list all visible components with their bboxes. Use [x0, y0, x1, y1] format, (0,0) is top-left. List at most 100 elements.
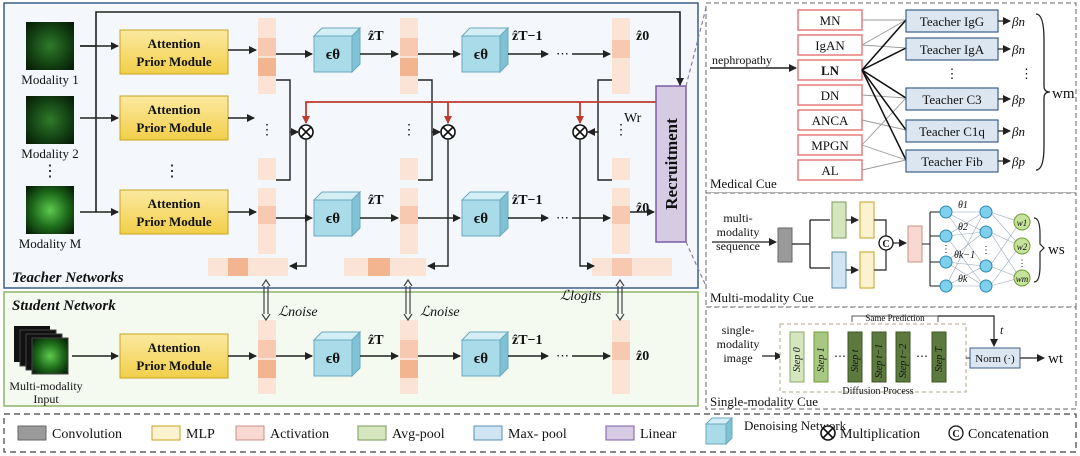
svg-text:Prior Module: Prior Module [136, 214, 211, 229]
student-input-label-1: Multi-modality [9, 379, 82, 393]
svg-text:modality: modality [717, 225, 760, 239]
svg-text:Avg-pool: Avg-pool [392, 427, 445, 442]
multiplication-node [440, 124, 456, 140]
beta-label: βn [1011, 42, 1025, 57]
svg-text:Prior Module: Prior Module [136, 358, 211, 373]
z-T-1-label: ẑT−1 [512, 193, 543, 208]
svg-text:MPGN: MPGN [811, 138, 849, 153]
svg-text:ϵθ: ϵθ [474, 47, 488, 63]
legend-item-mlp: MLP [151, 425, 215, 442]
avg-pool-block [831, 201, 847, 239]
loss-noise-label-1: ℒnoise [278, 305, 318, 320]
recruitment-weight-arrow [302, 101, 656, 124]
horizontal-feature-bar [592, 258, 672, 276]
svg-text:Max- pool: Max- pool [508, 427, 567, 442]
svg-text:⋯: ⋯ [556, 46, 569, 61]
brace [1035, 13, 1051, 171]
beta-label: βp [1011, 154, 1025, 169]
teacher-box: Teacher C3 [905, 87, 999, 111]
svg-text:DN: DN [821, 88, 840, 103]
svg-text:⋮: ⋮ [402, 123, 416, 138]
activation-block [907, 225, 923, 263]
feature-column [612, 18, 630, 94]
svg-text:Teacher Fib: Teacher Fib [921, 154, 983, 169]
multi-modality-input-stack [14, 326, 69, 375]
concatenation-node: C [878, 235, 894, 251]
feature-column [258, 320, 276, 394]
svg-text:⋮: ⋮ [941, 244, 951, 255]
svg-text:Step t−2: Step t−2 [898, 344, 909, 378]
beta-label: βn [1011, 14, 1025, 29]
step-block: Step 1 [813, 331, 829, 383]
z-T-1-label: ẑT−1 [512, 29, 543, 44]
svg-text:Attention: Attention [148, 102, 201, 117]
modality-1-image [26, 22, 74, 70]
disease-box: MN [797, 9, 863, 31]
horizontal-feature-bar [344, 258, 426, 276]
svg-text:Concatenation: Concatenation [968, 427, 1049, 442]
svg-text:⋮: ⋮ [1018, 258, 1027, 268]
beta-label: βn [1011, 124, 1025, 139]
svg-text:⋮: ⋮ [981, 245, 991, 256]
z-0-label: ẑ0 [636, 201, 649, 216]
w-r-label: Wr [624, 111, 642, 126]
legend-item-max-pool: Max- pool [473, 425, 567, 442]
denoising-network-student-1: ϵθ [312, 330, 362, 378]
svg-text:Denoising Network: Denoising Network [744, 418, 847, 433]
multiplication-node [572, 124, 588, 140]
same-prediction-label: Same Prediction [865, 313, 925, 323]
svg-text:C: C [952, 429, 959, 440]
svg-text:LN: LN [821, 63, 840, 78]
feature-column [258, 188, 276, 254]
step-block: Step t−1 [871, 331, 887, 383]
svg-text:MN: MN [820, 13, 842, 28]
horizontal-feature-bar [208, 258, 288, 276]
svg-text:⋯: ⋯ [556, 348, 569, 363]
neural-network: ⋮ ⋮ w1 w2 ⋮ wm [939, 205, 1031, 293]
svg-text:MLP: MLP [186, 427, 215, 442]
svg-text:Activation: Activation [270, 427, 329, 442]
w-s-label: ws [1048, 242, 1065, 258]
diffusion-process-label: Diffusion Process [842, 386, 913, 397]
medical-cue-panel: Medical Cue nephropathy MN IgAN LN DN AN… [705, 2, 1077, 194]
legend-item-convolution: Convolution [17, 425, 122, 442]
denoising-network-bottom-1: ϵθ [312, 190, 362, 238]
svg-text:C: C [882, 239, 889, 250]
feature-column [258, 18, 276, 94]
vertical-ellipsis: ⋮ [164, 163, 180, 180]
svg-text:Prior Module: Prior Module [136, 120, 211, 135]
disease-box: IgAN [797, 34, 863, 56]
feature-column [612, 320, 630, 394]
svg-text:Step t: Step t [850, 349, 861, 372]
svg-text:IgAN: IgAN [815, 38, 845, 53]
attention-prior-module-student: Attention Prior Module [119, 333, 229, 379]
z-T-label: ẑT [368, 29, 384, 44]
disease-box: LN [797, 59, 863, 81]
attention-prior-module-m: Attention Prior Module [119, 189, 229, 235]
feature-column [612, 188, 630, 254]
step-block: Step T [931, 331, 947, 383]
denoising-network-student-2: ϵθ [460, 330, 510, 378]
svg-text:Norm (·): Norm (·) [975, 353, 1015, 365]
svg-text:modality: modality [717, 337, 760, 351]
modality-2-label: Modality 2 [21, 146, 78, 161]
svg-text:image: image [723, 351, 752, 365]
loss-noise-label-2: ℒnoise [420, 305, 460, 320]
mlp-block [859, 201, 875, 239]
legend-item-denoising-network: Denoising Network [704, 416, 847, 446]
multi-modality-cue-title: Multi-modality Cue [710, 290, 814, 305]
step-block: Step t−2 [895, 331, 911, 383]
modality-2-image [26, 96, 74, 144]
legend-item-activation: Activation [235, 425, 329, 442]
loss-noise-arrow-1 [261, 278, 271, 322]
svg-text:sequence: sequence [716, 239, 760, 253]
disease-box: DN [797, 84, 863, 106]
loss-noise-arrow-2 [403, 278, 413, 322]
beta-label: βp [1011, 92, 1025, 107]
attention-prior-module-2: Attention Prior Module [119, 95, 229, 141]
w-m-label: wm [1052, 86, 1075, 102]
svg-text:Teacher IgA: Teacher IgA [920, 42, 985, 57]
modality-1-label: Modality 1 [21, 72, 78, 87]
single-modality-cue-panel: Single-modality Cue single- modality ima… [705, 306, 1077, 410]
